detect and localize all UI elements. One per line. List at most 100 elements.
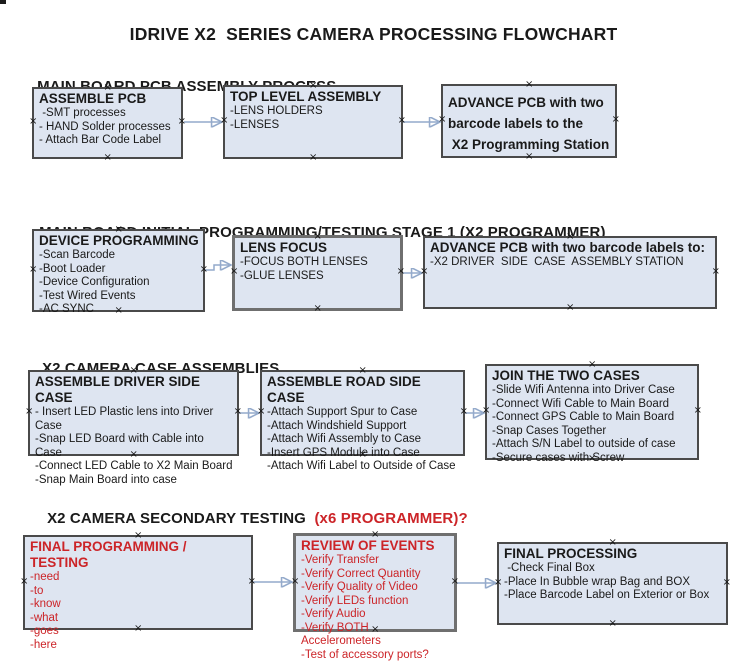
- box-item: -Check Final Box: [504, 562, 595, 574]
- flow-box-advance-pcb-programming-station: ADVANCE PCB with two barcode labels to t…: [438, 80, 620, 162]
- box-title: LENS FOCUS: [240, 240, 328, 255]
- box-item: -Snap Main Board into case: [35, 473, 177, 486]
- box-item: -Place Barcode Label on Exterior or Box: [504, 589, 710, 601]
- box-item: - HAND Solder processes: [39, 120, 171, 133]
- connection-point-icon: ×: [20, 575, 29, 587]
- connection-point-icon: ×: [247, 575, 256, 587]
- box-item: -Verify Quality of Video: [301, 581, 418, 593]
- flow-box-final-processing: FINAL PROCESSING -Check Final Box -Place…: [494, 538, 731, 629]
- box-item: -AC SYNC: [39, 303, 94, 315]
- box-title: TOP LEVEL ASSEMBLY: [230, 89, 382, 104]
- box-item: -Attach S/N Label to outside of case: [492, 438, 676, 450]
- box-item: -LENS HOLDERS: [230, 105, 323, 117]
- section-heading-text: X2 CAMERA SECONDARY TESTING: [47, 510, 306, 527]
- flow-box-device-programming: DEVICE PROGRAMMING -Scan Barcode -Boot L…: [29, 225, 208, 316]
- box-item: -X2 DRIVER SIDE CASE ASSEMBLY STATION: [430, 256, 684, 268]
- box-item: -Attach Wifi Label to Outside of Case: [267, 460, 456, 472]
- connection-point-icon: ×: [230, 266, 239, 277]
- box-item: -Verify Audio: [301, 608, 366, 620]
- connector-arrow-3: [205, 265, 230, 271]
- box-item: -Test of accessory ports?: [301, 648, 429, 661]
- flow-box-lens-focus: LENS FOCUS -FOCUS BOTH LENSES -GLUE LENS…: [230, 232, 405, 314]
- box-title: ADVANCE PCB with two barcode labels to:: [430, 240, 706, 255]
- connection-point-icon: ×: [494, 576, 503, 588]
- connection-point-icon: ×: [233, 406, 242, 417]
- box-item: -GLUE LENSES: [240, 269, 324, 282]
- box-title: FINAL PROGRAMMING / TESTING: [30, 539, 191, 570]
- box-item: -FOCUS BOTH LENSES: [240, 256, 368, 268]
- box-item: -Attach Wifi Assembly to Case: [267, 433, 422, 445]
- section-heading-suffix: (x6 PROGRAMMER)?: [305, 510, 468, 527]
- box-item: -need: [30, 571, 60, 583]
- flow-box-assemble-driver-side-case: ASSEMBLE DRIVER SIDE CASE - Insert LED P…: [25, 366, 242, 486]
- connection-point-icon: ×: [450, 575, 459, 587]
- box-item: -SMT processes: [39, 107, 126, 119]
- box-item: -Connect Wifi Cable to Main Board: [492, 397, 670, 410]
- box-title: REVIEW OF EVENTS: [301, 538, 435, 553]
- box-item: -Snap LED Board with Cable into Case: [35, 433, 207, 459]
- connection-point-icon: ×: [313, 303, 322, 314]
- box-item: -Connect GPS Cable to Main Board: [492, 411, 675, 423]
- connection-point-icon: ×: [309, 152, 318, 163]
- connection-point-icon: ×: [608, 618, 617, 629]
- connection-point-icon: ×: [693, 405, 702, 416]
- box-item: -Device Configuration: [39, 276, 150, 288]
- box-title: ASSEMBLE DRIVER SIDE CASE: [35, 374, 204, 405]
- box-item: -goes: [30, 625, 59, 637]
- connection-point-icon: ×: [420, 265, 429, 277]
- connection-point-icon: ×: [722, 576, 731, 588]
- box-item: -Boot Loader: [39, 262, 106, 275]
- connection-point-icon: ×: [257, 406, 266, 417]
- connection-point-icon: ×: [199, 263, 208, 275]
- box-item: -LENSES: [230, 118, 280, 131]
- section-heading-secondary-testing: X2 CAMERA SECONDARY TESTING (x6 PROGRAMM…: [30, 493, 468, 544]
- box-item: -what: [30, 611, 59, 624]
- box-title: ASSEMBLE PCB: [39, 91, 147, 106]
- box-title: ASSEMBLE ROAD SIDE CASE: [267, 374, 425, 405]
- connection-point-icon: ×: [438, 114, 447, 125]
- box-item: -Connect LED Cable to X2 Main Board: [35, 460, 233, 472]
- box-item: -know: [30, 598, 61, 610]
- box-item: -Verify Correct Quantity: [301, 567, 421, 580]
- connection-point-icon: ×: [396, 266, 405, 277]
- box-title: DEVICE PROGRAMMING: [39, 233, 199, 248]
- box-item: -Attach Support Spur to Case: [267, 406, 418, 418]
- box-item: -Secure cases with Screw: [492, 451, 625, 464]
- connection-point-icon: ×: [459, 406, 468, 417]
- connection-point-icon: ×: [397, 115, 406, 126]
- flow-box-final-programming-testing: FINAL PROGRAMMING / TESTING -need -to -k…: [20, 531, 256, 651]
- box-title: ADVANCE PCB with two barcode labels to t…: [448, 95, 610, 152]
- box-item: -Verify BOTH Accelerometers: [301, 621, 381, 648]
- box-item: -Snap Cases Together: [492, 424, 607, 437]
- box-item: -Verify Transfer: [301, 554, 379, 566]
- box-title: FINAL PROCESSING: [504, 546, 638, 561]
- box-item: - Insert LED Plastic lens into Driver Ca…: [35, 406, 217, 432]
- box-title: JOIN THE TWO CASES: [492, 368, 640, 383]
- flow-box-review-of-events: REVIEW OF EVENTS -Verify Transfer -Verif…: [291, 530, 459, 661]
- box-item: - Attach Bar Code Label: [39, 134, 162, 146]
- box-item: -to: [30, 584, 44, 597]
- box-item: -Scan Barcode: [39, 249, 116, 261]
- page-title: IDRIVE X2 SERIES CAMERA PROCESSING FLOWC…: [129, 24, 618, 44]
- corner-artifact: [0, 0, 6, 4]
- connection-point-icon: ×: [25, 406, 34, 417]
- flow-box-assemble-pcb: ASSEMBLE PCB -SMT processes - HAND Solde…: [29, 83, 186, 163]
- flow-box-assemble-road-side-case: ASSEMBLE ROAD SIDE CASE -Attach Support …: [257, 366, 468, 473]
- flow-box-advance-pcb-driver-side: ADVANCE PCB with two barcode labels to: …: [420, 232, 720, 313]
- connection-point-icon: ×: [291, 575, 300, 587]
- connection-point-icon: ×: [220, 115, 229, 126]
- connection-point-icon: ×: [29, 116, 38, 127]
- connection-point-icon: ×: [611, 114, 620, 125]
- connection-point-icon: ×: [177, 116, 186, 127]
- box-item: -Slide Wifi Antenna into Driver Case: [492, 384, 675, 396]
- box-item: -Insert GPS Module into Case: [267, 446, 420, 459]
- flow-box-top-level-assembly: TOP LEVEL ASSEMBLY -LENS HOLDERS -LENSES…: [220, 81, 406, 163]
- connection-point-icon: ×: [566, 302, 575, 313]
- box-item: -Verify LEDs function: [301, 594, 409, 607]
- box-item: -Place In Bubble wrap Bag and BOX: [504, 575, 691, 588]
- box-item: -here: [30, 638, 57, 651]
- flow-box-join-the-two-cases: JOIN THE TWO CASES -Slide Wifi Antenna i…: [482, 360, 702, 464]
- box-item: -Attach Windshield Support: [267, 419, 407, 432]
- connection-point-icon: ×: [103, 152, 112, 163]
